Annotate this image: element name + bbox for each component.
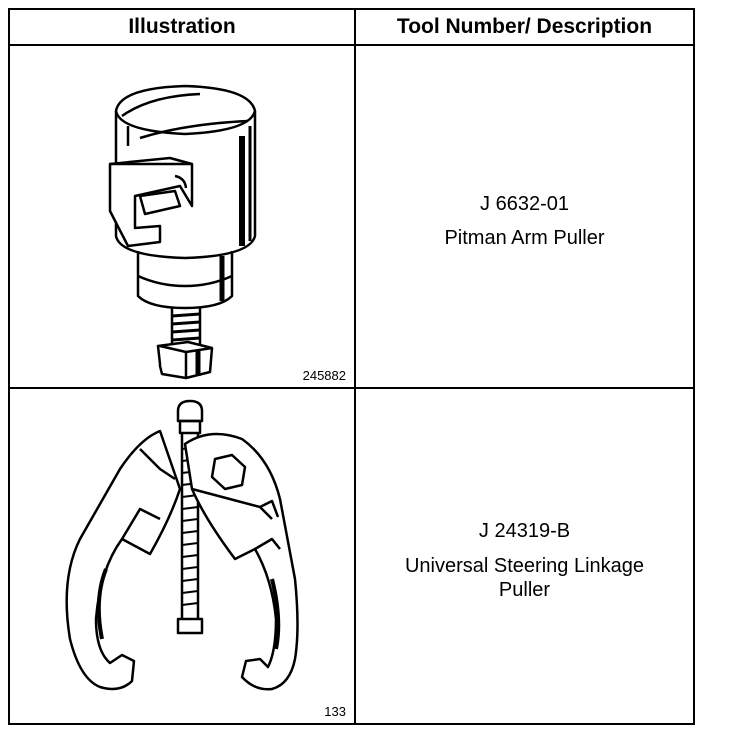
row-divider — [10, 387, 693, 389]
header-tool-description: Tool Number/ Description — [396, 15, 653, 38]
tool-description-2: Universal Steering Linkage Puller — [404, 555, 645, 601]
figure-number-1: 245882 — [302, 368, 346, 383]
description-cell-2: J 24319-B Universal Steering Linkage Pul… — [356, 389, 693, 723]
tool-description-1: Pitman Arm Puller — [444, 227, 605, 249]
header-illustration: Illustration — [128, 15, 236, 38]
header-divider — [10, 44, 693, 46]
figure-number-2: 133 — [324, 704, 346, 719]
tool-number-1: J 6632-01 — [480, 193, 569, 215]
tool-number-2: J 24319-B — [478, 520, 571, 542]
steering-linkage-puller-drawing — [65, 399, 299, 691]
column-divider — [354, 10, 356, 723]
description-cell-1: J 6632-01 Pitman Arm Puller — [356, 46, 693, 387]
tool-table: Illustration Tool Number/ Description — [8, 8, 695, 725]
illustration-cell-1: 245882 — [10, 46, 354, 387]
pitman-arm-puller-drawing — [108, 84, 257, 380]
illustration-cell-2: 133 — [10, 389, 354, 723]
